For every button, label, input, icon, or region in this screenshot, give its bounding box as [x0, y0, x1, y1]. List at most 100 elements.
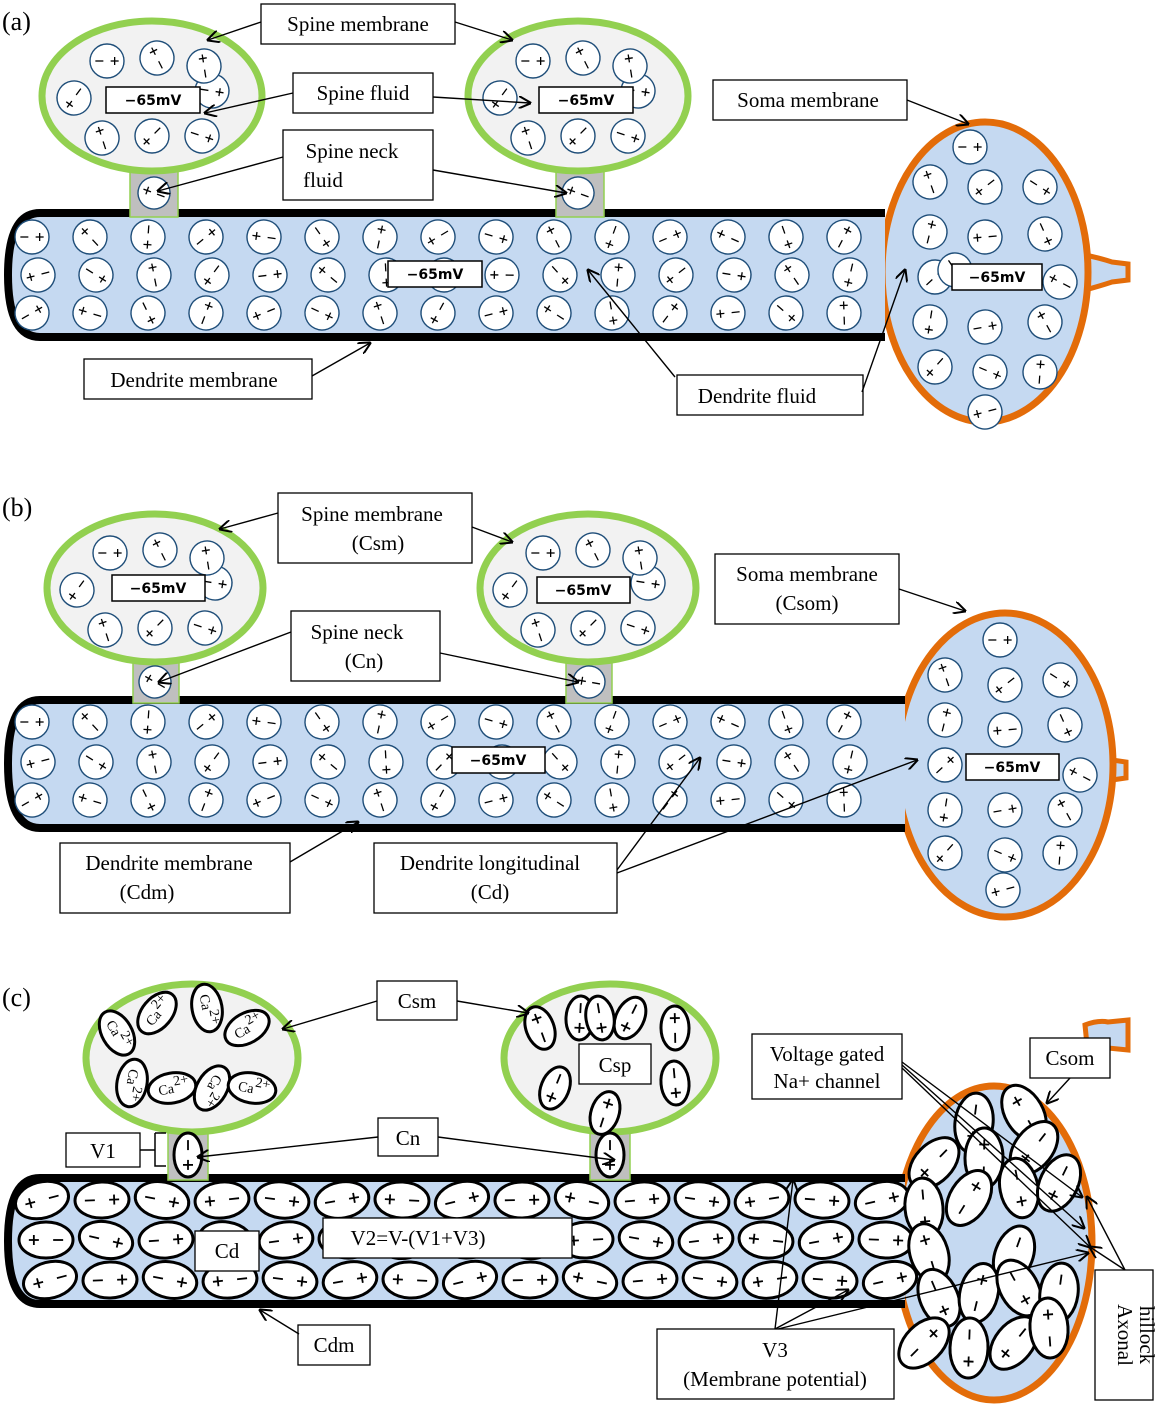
ion-pair	[542, 257, 578, 293]
panel-a-label-dendrite-fluid: Dendrite fluid	[676, 374, 864, 416]
ion-pair	[420, 704, 456, 740]
ion-pair	[136, 744, 172, 780]
ion-pair	[826, 295, 862, 331]
ion-pair	[987, 667, 1023, 703]
ion-pair	[73, 1180, 131, 1220]
ion-pair	[832, 744, 868, 780]
panel-b-label-spine-membrane: Spine membrane (Csm)	[277, 492, 473, 564]
ion-pair	[20, 257, 56, 293]
ion-pair	[622, 540, 658, 576]
svg-text:Cdm: Cdm	[314, 1333, 355, 1357]
ion-pair	[826, 704, 862, 740]
calcium-ion: Ca2+	[115, 1057, 149, 1109]
svg-text:(Cdm): (Cdm)	[120, 880, 175, 904]
ion-pair	[304, 782, 340, 818]
ion-pair	[520, 612, 556, 648]
ion-pair	[710, 704, 746, 740]
ion-pair	[501, 1260, 559, 1300]
ion-pair	[420, 219, 456, 255]
ion-pair	[89, 43, 125, 79]
ion-pair	[613, 1180, 671, 1220]
ion-pair	[621, 1260, 679, 1300]
panel-a-ions	[14, 40, 1078, 430]
ion-pair	[362, 782, 398, 818]
ion-pair	[916, 1267, 962, 1329]
ion-pair	[710, 295, 746, 331]
panel-b-label-dendrite-longitudinal: Dendrite longitudinal (Cd)	[373, 842, 618, 914]
panel-c-label-cd: Cd	[194, 1230, 260, 1272]
ion-pair	[14, 295, 50, 331]
ion-pair	[194, 744, 230, 780]
ion-pair	[72, 782, 108, 818]
panel-a-label-dendrite-membrane: Dendrite membrane	[83, 358, 313, 400]
panel-a: (a) −65mV −65mV −65mV −65mV Spine membra…	[2, 3, 1131, 430]
ion-pair	[927, 835, 963, 871]
svg-text:2+: 2+	[201, 1089, 221, 1109]
ion-pair	[246, 219, 282, 255]
ion-pair	[515, 43, 551, 79]
svg-text:Dendrite longitudinal: Dendrite longitudinal	[400, 851, 580, 875]
ion-pair	[92, 535, 128, 571]
ion-pair	[538, 1065, 572, 1111]
ion-pair	[737, 1220, 795, 1260]
svg-text:Csm: Csm	[398, 989, 437, 1013]
ion-pair	[652, 704, 688, 740]
svg-text:Ca: Ca	[203, 1072, 224, 1094]
ion-pair	[1042, 264, 1078, 300]
ion-pair	[137, 610, 173, 646]
panel-a-label-spine-fluid: Spine fluid	[292, 72, 434, 114]
ion-pair	[710, 219, 746, 255]
ion-pair	[478, 219, 514, 255]
ion-pair	[194, 257, 230, 293]
panel-b-voltage-2: −65mV	[555, 583, 612, 599]
calcium-ion: Ca2+	[146, 1071, 198, 1105]
panel-c-label-csp: Csp	[578, 1043, 652, 1085]
panel-c-label-v3: V3 (Membrane potential)	[656, 1328, 895, 1400]
ion-pair	[420, 295, 456, 331]
ion-pair	[768, 295, 804, 331]
ion-pair	[133, 1180, 191, 1220]
ion-pair	[826, 782, 862, 818]
ion-pair	[362, 295, 398, 331]
ion-pair	[677, 1220, 735, 1260]
svg-text:Ca: Ca	[123, 1068, 141, 1087]
ion-pair	[193, 1180, 251, 1220]
svg-text:Ca: Ca	[237, 1080, 256, 1098]
ion-pair	[610, 118, 646, 154]
svg-text:Spine membrane: Spine membrane	[287, 12, 429, 36]
ion-pair	[987, 712, 1023, 748]
ion-pair	[565, 40, 601, 76]
panel-b-voltage-box-4	[965, 753, 1060, 781]
ion-pair	[927, 792, 963, 828]
ion-pair	[141, 1260, 199, 1300]
ion-pair	[188, 219, 224, 255]
svg-text:(Cn): (Cn)	[345, 649, 384, 673]
panel-a-voltage-box-4	[951, 263, 1043, 291]
panel-a-label-soma-membrane: Soma membrane	[712, 79, 908, 121]
ion-pair	[985, 872, 1021, 908]
ion-pair	[659, 1004, 691, 1052]
ion-pair	[136, 257, 172, 293]
svg-text:Spine fluid: Spine fluid	[317, 81, 410, 105]
panel-a-voltage-box-1	[105, 86, 201, 114]
ion-pair	[588, 1090, 622, 1136]
calcium-ion: Ca2+	[97, 1009, 137, 1057]
svg-text:Dendrite membrane: Dendrite membrane	[110, 368, 277, 392]
svg-text:Ca: Ca	[102, 1018, 123, 1040]
ion-pair	[81, 1260, 139, 1300]
ion-pair	[967, 394, 1003, 430]
ion-pair	[917, 349, 953, 385]
svg-text:2+: 2+	[127, 1085, 144, 1102]
ion-pair	[652, 295, 688, 331]
calcium-ion: Ca2+	[223, 1008, 271, 1048]
panel-c-arrows	[198, 1000, 1126, 1335]
svg-text:Dendrite fluid: Dendrite fluid	[698, 384, 817, 408]
ion-pair	[478, 295, 514, 331]
ion-pair	[493, 1180, 551, 1220]
ion-pair	[246, 782, 282, 818]
ion-pair	[536, 704, 572, 740]
panel-a-axon	[1082, 251, 1131, 294]
panel-a-voltage-box-2	[538, 86, 634, 114]
ion-pair	[142, 532, 178, 568]
